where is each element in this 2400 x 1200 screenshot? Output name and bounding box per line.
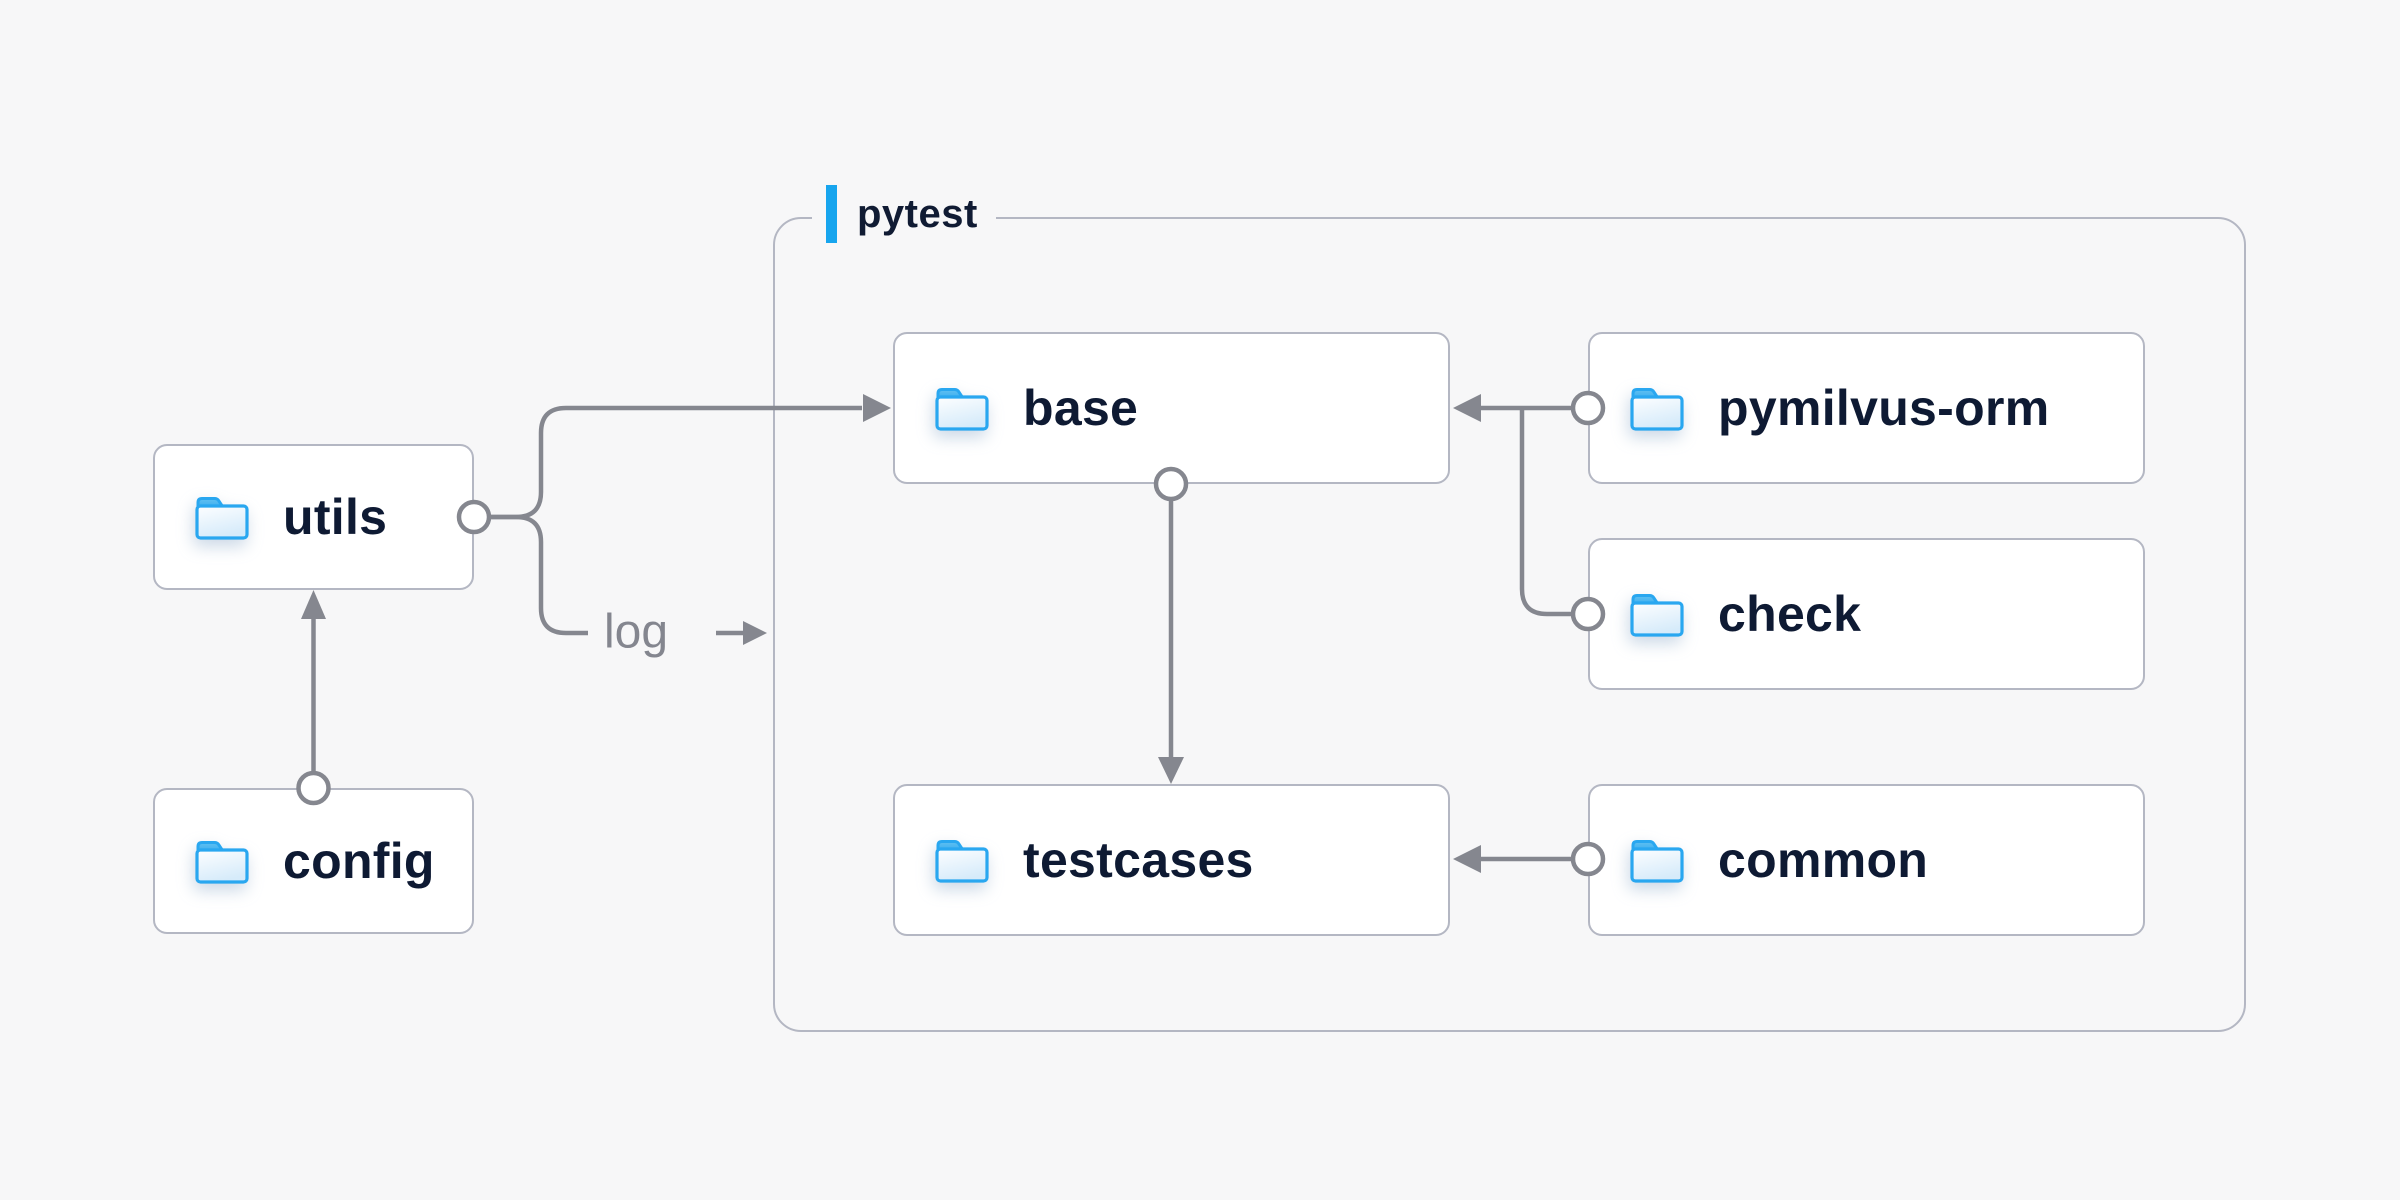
folder-icon xyxy=(1630,388,1684,431)
node-label: base xyxy=(1023,380,1139,436)
node-label: common xyxy=(1718,832,1929,888)
node-check: check xyxy=(1588,538,2145,690)
node-label: config xyxy=(283,833,435,889)
pytest-group-label: pytest xyxy=(812,185,996,243)
arrowhead-into-utils xyxy=(301,590,326,619)
node-label: testcases xyxy=(1023,832,1254,888)
node-common: common xyxy=(1588,784,2145,936)
node-pymilvus-orm: pymilvus-orm xyxy=(1588,332,2145,484)
folder-icon xyxy=(195,841,249,884)
pytest-group-label-text: pytest xyxy=(857,191,978,236)
node-testcases: testcases xyxy=(893,784,1450,936)
node-utils: utils xyxy=(153,444,474,590)
node-label: utils xyxy=(283,489,388,545)
node-config: config xyxy=(153,788,474,934)
accent-bar-icon xyxy=(826,185,837,243)
node-base: base xyxy=(893,332,1450,484)
arrowhead-log xyxy=(743,621,767,645)
folder-icon xyxy=(1630,594,1684,637)
pytest-group xyxy=(773,217,2246,1032)
folder-icon xyxy=(195,497,249,540)
node-label: check xyxy=(1718,586,1862,642)
folder-icon xyxy=(935,388,989,431)
folder-icon xyxy=(935,840,989,883)
node-label: pymilvus-orm xyxy=(1718,380,2050,436)
folder-icon xyxy=(1630,840,1684,883)
edge-utils-log xyxy=(489,514,588,636)
edge-label-log: log xyxy=(604,605,669,659)
